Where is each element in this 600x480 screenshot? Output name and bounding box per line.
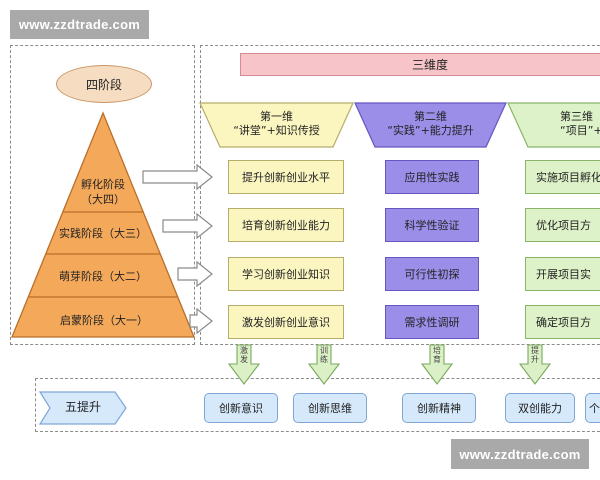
five-item-5: 个 <box>585 393 600 423</box>
pyramid-level-2: 萌芽阶段（大二） <box>59 270 147 283</box>
five-item-4: 双创能力 <box>505 393 575 423</box>
dim3-item-4: 确定项目方 <box>525 305 600 339</box>
five-item-2: 创新思维 <box>293 393 367 423</box>
phases-panel <box>10 45 195 345</box>
dim1-item-3: 学习创新创业知识 <box>228 257 344 291</box>
dim1-header-shape <box>199 102 354 148</box>
dim3-header-shape <box>507 102 600 148</box>
five-item-3: 创新精神 <box>402 393 476 423</box>
dim2-header: 第二维“实践”+能力提升 <box>387 110 474 137</box>
dim2-item-1: 应用性实践 <box>385 160 479 194</box>
dim1-item-2: 培育创新创业能力 <box>228 208 344 242</box>
pyramid-level-4: 孵化阶段（大四） <box>81 178 125 206</box>
arrow-label-2: 训练 <box>320 346 328 364</box>
dimensions-panel <box>200 45 600 345</box>
arrow-label-4: 提升 <box>531 346 539 364</box>
dim2-header-shape <box>354 102 507 148</box>
dim1-item-1: 提升创新创业水平 <box>228 160 344 194</box>
arrow-to-row1 <box>142 163 213 191</box>
dim2-item-4: 需求性调研 <box>385 305 479 339</box>
title-bar: 三维度 <box>240 53 600 76</box>
dim1-header: 第一维“讲堂”+知识传授 <box>233 110 320 137</box>
watermark-bottom: www.zzdtrade.com <box>451 439 589 469</box>
down-arrow-1 <box>227 344 261 385</box>
pyramid-shape <box>11 111 195 338</box>
five-panel <box>35 378 600 432</box>
down-arrow-4 <box>518 344 552 385</box>
down-arrow-2 <box>307 344 341 385</box>
dim1-item-4: 激发创新创业意识 <box>228 305 344 339</box>
five-label-shape <box>38 391 127 425</box>
arrow-label-3: 培育 <box>433 346 441 364</box>
pyramid-level-1: 启蒙阶段（大一） <box>60 314 148 327</box>
five-label: 五提升 <box>64 400 101 414</box>
five-item-1: 创新意识 <box>204 393 278 423</box>
watermark-top: www.zzdtrade.com <box>10 10 149 39</box>
dim3-item-2: 优化项目方 <box>525 208 600 242</box>
dim3-item-1: 实施项目孵化 <box>525 160 600 194</box>
phases-oval: 四阶段 <box>56 65 152 103</box>
arrow-label-1: 激发 <box>240 346 248 364</box>
arrow-to-row2 <box>162 212 213 240</box>
down-arrow-3 <box>420 344 454 385</box>
arrow-to-row4 <box>189 307 213 335</box>
arrow-to-row3 <box>177 260 213 288</box>
dim3-header: 第三维“项目”+双 <box>560 110 600 137</box>
dim2-item-2: 科学性验证 <box>385 208 479 242</box>
pyramid-level-3: 实践阶段（大三） <box>59 227 147 240</box>
dim3-item-3: 开展项目实 <box>525 257 600 291</box>
dim2-item-3: 可行性初探 <box>385 257 479 291</box>
